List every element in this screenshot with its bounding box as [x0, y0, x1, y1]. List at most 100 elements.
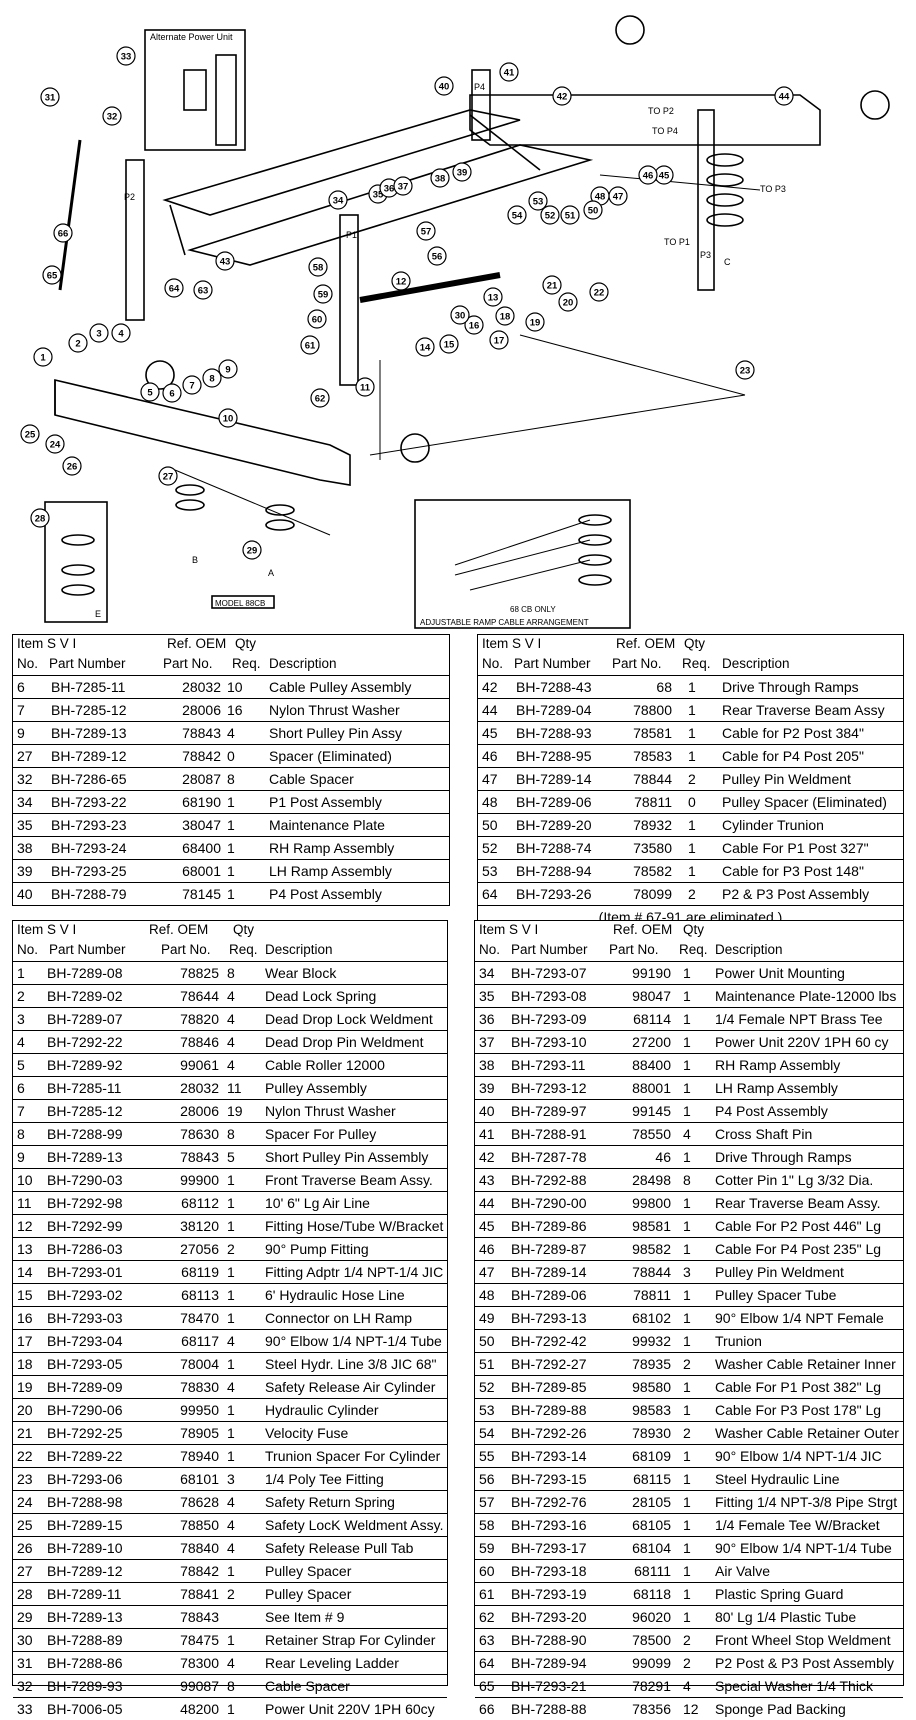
description: P1 Post Assembly: [269, 794, 382, 810]
oem-part-no: 68400: [182, 840, 221, 856]
qty-req: 1: [683, 1402, 691, 1418]
callout-54: 54: [507, 205, 527, 225]
header-ref-oem: Ref. OEM: [149, 922, 209, 937]
part-number: BH-7293-20: [511, 1609, 587, 1625]
svg-text:2: 2: [75, 339, 80, 350]
part-number: BH-7289-13: [47, 1609, 123, 1625]
callout-5: 5: [140, 382, 160, 402]
svg-text:14: 14: [420, 343, 431, 354]
qty-req: 8: [227, 771, 235, 787]
part-number: BH-7289-12: [51, 748, 127, 764]
oem-part-no: 27056: [180, 1241, 219, 1257]
part-number: BH-7293-15: [511, 1471, 587, 1487]
svg-text:58: 58: [313, 263, 324, 274]
item-no: 27: [17, 748, 33, 764]
description: See Item # 9: [265, 1609, 345, 1625]
item-no: 26: [17, 1540, 33, 1556]
qty-req: 1: [683, 1149, 691, 1165]
part-number: BH-7293-13: [511, 1310, 587, 1326]
callout-41: 41: [499, 62, 519, 82]
rear-traverse-beam: [469, 94, 821, 146]
detail-e-frame: [44, 501, 108, 623]
header-item: Item: [17, 922, 44, 937]
oem-part-no: 99950: [180, 1402, 219, 1418]
oem-part-no: 78583: [633, 748, 672, 764]
callout-39: 39: [452, 162, 472, 182]
oem-part-no: 78842: [180, 1563, 219, 1579]
description: Pulley Spacer Tube: [715, 1287, 837, 1303]
svg-text:36: 36: [384, 184, 395, 195]
callout-64: 64: [164, 278, 184, 298]
part-number: BH-7289-93: [47, 1678, 123, 1694]
svg-text:43: 43: [220, 257, 231, 268]
callout-40: 40: [434, 76, 454, 96]
part-number: BH-7292-25: [47, 1425, 123, 1441]
description: Cable Pulley Assembly: [269, 679, 412, 695]
item-no: 60: [479, 1563, 495, 1579]
callout-43: 43: [215, 251, 235, 271]
qty-req: 1: [227, 863, 235, 879]
callout-45: 45: [654, 165, 674, 185]
table-header: Item S V I No. Part Number Ref. OEM Part…: [13, 635, 449, 676]
description: Rear Traverse Beam Assy: [722, 702, 885, 718]
svg-text:10: 10: [223, 414, 234, 425]
post-p2: [125, 159, 145, 321]
part-number: BH-7289-09: [47, 1379, 123, 1395]
header-svi: S V I: [512, 636, 542, 651]
part-number: BH-7293-22: [51, 794, 127, 810]
oem-part-no: 98047: [632, 988, 671, 1004]
item-no: 45: [479, 1218, 495, 1234]
callout-4: 4: [111, 323, 131, 343]
callout-11: 11: [355, 377, 375, 397]
description: Cable for P3 Post 148": [722, 863, 864, 879]
description: Safety Release Air Cylinder: [265, 1379, 436, 1395]
oem-part-no: 38120: [180, 1218, 219, 1234]
qty-req: 1: [227, 840, 235, 856]
header-description: Description: [269, 656, 337, 671]
description: Cable for P2 Post 384": [722, 725, 864, 741]
callout-51: 51: [560, 205, 580, 225]
part-number: BH-7288-90: [511, 1632, 587, 1648]
qty-req: 2: [683, 1655, 691, 1671]
part-number: BH-7292-99: [47, 1218, 123, 1234]
qty-req: 16: [227, 702, 243, 718]
description: Fitting Adptr 1/4 NPT-1/4 JIC: [265, 1264, 444, 1280]
description: Connector on LH Ramp: [265, 1310, 413, 1326]
callout-46: 46: [638, 165, 658, 185]
oem-part-no: 78940: [180, 1448, 219, 1464]
svg-text:12: 12: [396, 277, 407, 288]
side-label: E: [95, 609, 101, 619]
description: Nylon Thrust Washer: [265, 1103, 396, 1119]
item-no: 40: [479, 1103, 495, 1119]
callout-17: 17: [489, 330, 509, 350]
header-req: Req.: [232, 656, 261, 671]
parts-table-bottom-left: Item S V I No. Part Number Ref. OEM Part…: [12, 920, 448, 1717]
svg-text:22: 22: [594, 288, 605, 299]
qty-req: 1: [683, 1034, 691, 1050]
description: Rear Leveling Ladder: [265, 1655, 399, 1671]
qty-req: 1: [688, 725, 696, 741]
description: 90° Elbow 1/4 NPT-1/4 Tube: [265, 1333, 442, 1349]
oem-part-no: 28498: [632, 1172, 671, 1188]
item-no: 59: [479, 1540, 495, 1556]
svg-text:56: 56: [432, 252, 443, 263]
item-no: 32: [17, 771, 33, 787]
oem-part-no: 68115: [633, 1471, 671, 1487]
item-no: 25: [17, 1517, 33, 1533]
qty-req: 1: [688, 817, 696, 833]
qty-req: 1: [683, 1471, 691, 1487]
